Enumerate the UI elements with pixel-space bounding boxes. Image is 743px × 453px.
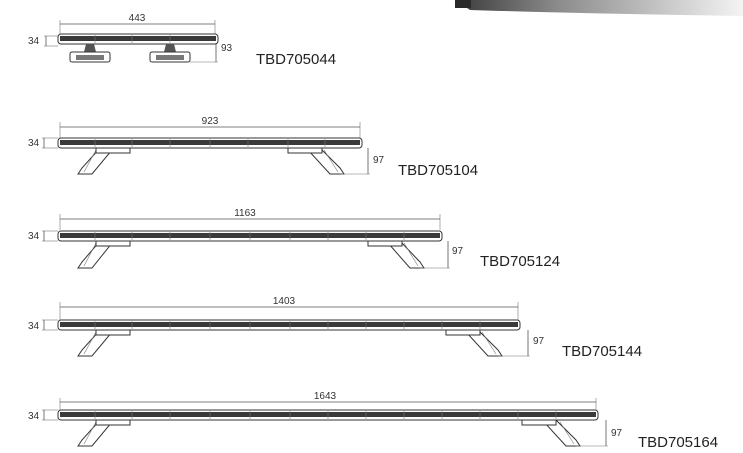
height-label: 34 [28,321,40,332]
mount-height-label: 97 [452,246,464,257]
length-label: 443 [129,13,146,24]
model-label-tbd705124: TBD705124 [480,253,560,270]
bar-drawing-tbd705164: 1643 34 97 TBD705164 [28,391,718,451]
height-label: 34 [28,36,40,47]
mount-height-label: 93 [221,43,233,54]
height-label: 34 [28,231,40,242]
length-label: 1643 [314,391,337,402]
height-label: 34 [28,138,40,149]
model-label-tbd705104: TBD705104 [398,162,478,179]
model-label-tbd705144: TBD705144 [562,343,642,360]
model-label-tbd705164: TBD705164 [638,434,718,451]
bar-drawing-tbd705044: 443 34 93 TBD705044 [28,13,336,68]
bar-drawing-tbd705144: 1403 34 97 TBD705144 [28,296,642,360]
mount-height-label: 97 [373,155,385,166]
bar-drawing-tbd705124: 1163 34 97 TBD705124 [28,208,560,270]
bar-drawing-tbd705104: 923 34 97 TBD705104 [28,116,478,179]
product-photo-fragment [455,0,743,16]
mount-height-label: 97 [611,428,623,439]
length-label: 1403 [273,296,296,307]
length-label: 923 [202,116,219,127]
height-label: 34 [28,411,40,422]
mount-height-label: 97 [533,336,545,347]
length-label: 1163 [234,208,256,219]
model-label-tbd705044: TBD705044 [256,51,336,68]
